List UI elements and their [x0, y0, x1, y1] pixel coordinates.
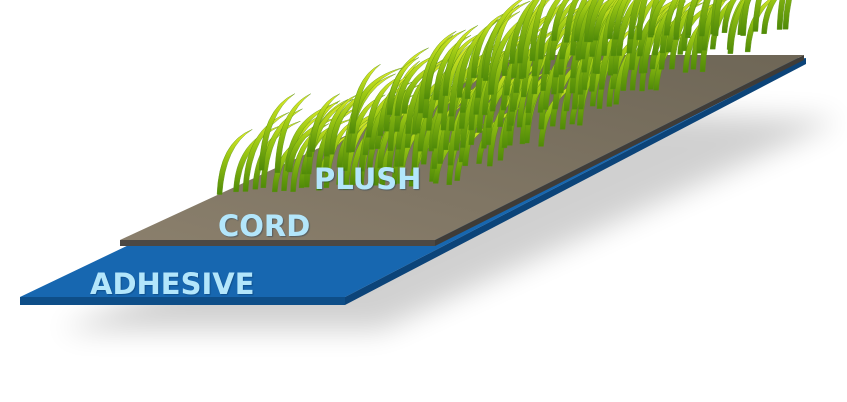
grass-blade	[216, 129, 253, 195]
grass-blade	[636, 0, 648, 41]
grass-blade	[551, 0, 570, 41]
grass-blade	[663, 0, 679, 36]
grass-blade	[721, 0, 737, 33]
grass-blade	[752, 0, 762, 32]
grass-blade	[563, 0, 579, 43]
grass-blade	[517, 0, 540, 64]
grass-blade	[537, 0, 561, 60]
grass-blade	[761, 0, 777, 34]
grass-blade	[520, 0, 550, 79]
grass-blade	[782, 0, 792, 30]
grass-blade	[613, 0, 628, 40]
grass-blade	[573, 0, 595, 42]
grass-blade	[701, 0, 722, 51]
grass-blade	[509, 0, 539, 64]
grass-blade	[386, 57, 420, 115]
grass-blade	[274, 93, 311, 173]
plush-label: PLUSH	[314, 162, 422, 196]
grass-blade	[699, 0, 711, 37]
grass-blade	[616, 0, 640, 56]
plush-grass-blades	[216, 0, 792, 195]
grass-blade	[433, 35, 472, 101]
grass-blade	[776, 0, 786, 30]
cord-label: CORD	[218, 209, 311, 243]
grass-blade	[349, 64, 381, 134]
grass-blade	[712, 0, 723, 37]
grass-blade	[606, 0, 625, 40]
grass-blade	[587, 0, 605, 43]
grass-blade	[685, 0, 698, 36]
grass-blade	[309, 93, 340, 152]
grass-blade	[482, 0, 523, 81]
grass-blade	[423, 29, 466, 100]
grass-blade	[529, 0, 547, 62]
grass-blade	[442, 25, 478, 96]
grass-blade	[648, 0, 667, 36]
grass-blade	[740, 0, 751, 36]
grass-blade	[628, 0, 641, 40]
grass-blade	[258, 93, 295, 171]
adhesive-label: ADHESIVE	[90, 267, 255, 301]
grass-blade	[592, 0, 615, 41]
grass-blade	[673, 0, 686, 40]
grass-blade	[727, 0, 749, 54]
